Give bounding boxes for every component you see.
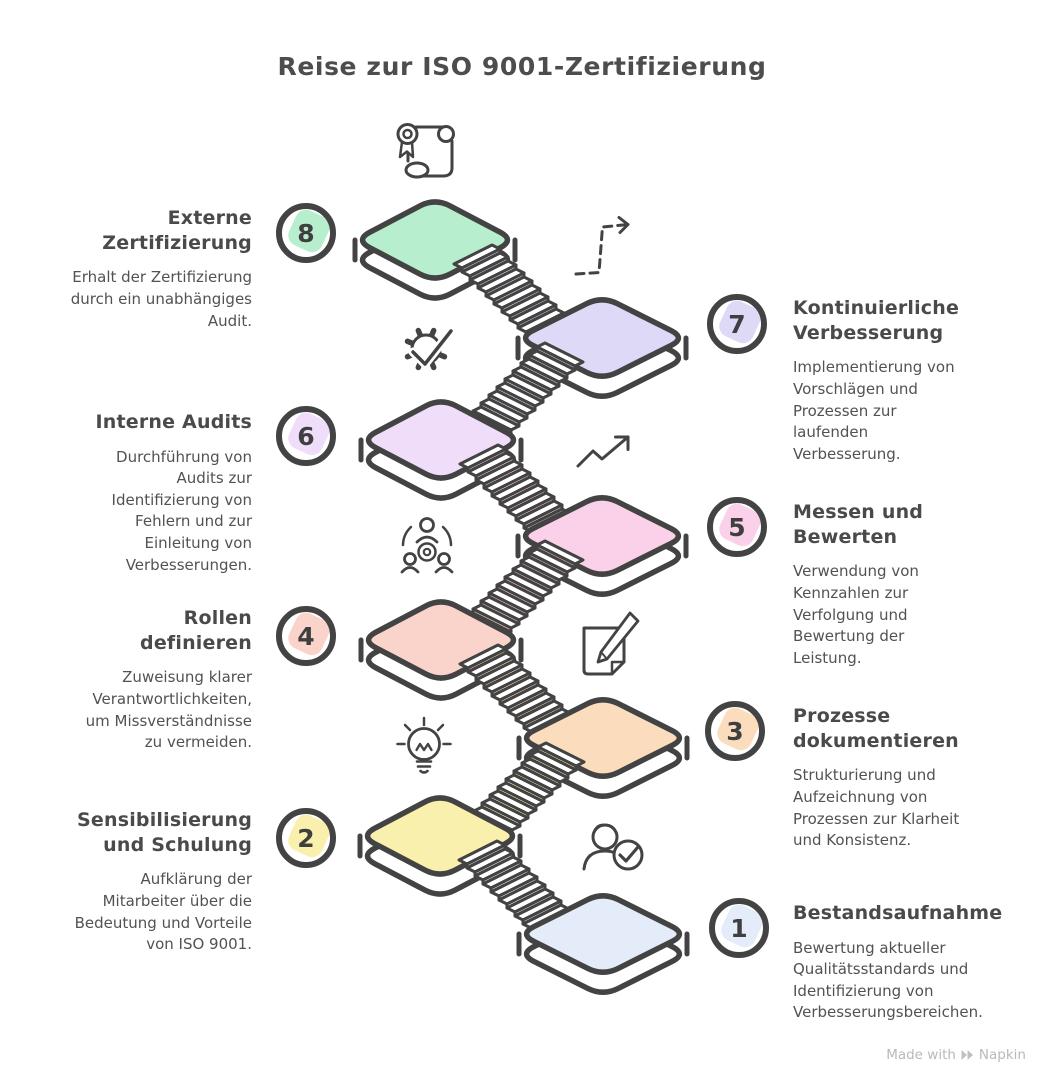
step-number: 6 xyxy=(297,421,315,451)
step-5-description: Verwendung von Kennzahlen zur Verfolgung… xyxy=(793,562,919,667)
lightbulb-icon xyxy=(396,716,452,774)
step-1-description: Bewertung aktueller Qualitätsstandards u… xyxy=(793,938,983,1022)
step-2-description: Aufklärung der Mitarbeiter über die Bede… xyxy=(74,870,252,954)
made-with-label: Made with xyxy=(886,1047,956,1063)
step-8-title: Externe Zertifizierung xyxy=(102,207,252,254)
step-number: 1 xyxy=(730,913,748,943)
platform-2 xyxy=(357,795,523,897)
step-number: 5 xyxy=(728,512,746,542)
platform-1 xyxy=(516,893,690,995)
step-5-title: Messen und Bewerten xyxy=(793,501,924,548)
stairs-5-4 xyxy=(471,539,585,634)
stairs-3-2 xyxy=(472,741,586,836)
brand-label: Napkin xyxy=(978,1047,1026,1063)
step-8-number-badge: 8 xyxy=(276,203,336,263)
step-8-description: Erhalt der Zertifizierung durch ein unab… xyxy=(70,268,252,330)
step-3-title: Prozesse dokumentieren xyxy=(793,705,959,752)
platform-7 xyxy=(515,297,689,399)
step-7-title: Kontinuierliche Verbesserung xyxy=(793,297,960,344)
platform-5 xyxy=(515,495,689,597)
document-pen-icon xyxy=(582,611,640,676)
platform-8 xyxy=(352,199,518,301)
step-4-title: Rollen definieren xyxy=(140,607,252,654)
step-6-title: Interne Audits xyxy=(95,411,252,433)
step-5-number-badge: 5 xyxy=(707,497,767,557)
stairs-8-7 xyxy=(452,243,566,338)
step-4-number-badge: 4 xyxy=(276,606,336,666)
step-7-description: Implementierung von Vorschlägen und Proz… xyxy=(793,358,955,463)
step-5-block: Messen und Bewerten Verwendung von Kennz… xyxy=(793,500,943,669)
step-7-block: Kontinuierliche Verbesserung Implementie… xyxy=(793,296,973,465)
platform-6 xyxy=(358,399,524,501)
stairs-7-6 xyxy=(471,341,585,436)
step-2-number-badge: 2 xyxy=(276,808,336,868)
step-number: 2 xyxy=(297,823,315,853)
step-3-number-badge: 3 xyxy=(705,701,765,761)
trend-arrow-icon xyxy=(576,435,630,468)
gear-check-icon xyxy=(404,326,456,371)
step-4-description: Zuweisung klarer Verantwortlichkeiten, u… xyxy=(85,668,252,752)
step-number: 8 xyxy=(297,218,315,248)
step-4-block: Rollen definieren Zuweisung klarer Veran… xyxy=(66,606,252,754)
step-2-title: Sensibilisierung und Schulung xyxy=(77,809,252,856)
napkin-logo-icon xyxy=(961,1050,973,1060)
stairs-4-3 xyxy=(458,643,572,738)
step-7-number-badge: 7 xyxy=(707,294,767,354)
stairs-2-1 xyxy=(457,839,571,934)
dashed-arrow-icon xyxy=(574,216,630,276)
platform-4 xyxy=(358,599,524,701)
person-check-icon xyxy=(582,823,644,871)
step-8-block: Externe Zertifizierung Erhalt der Zertif… xyxy=(40,206,252,332)
step-number: 7 xyxy=(728,309,746,339)
step-6-block: Interne Audits Durchführung von Audits z… xyxy=(70,410,253,576)
platform-3 xyxy=(516,697,690,799)
step-1-number-badge: 1 xyxy=(709,898,769,958)
team-icon xyxy=(400,517,454,574)
page-title: Reise zur ISO 9001-Zertifizierung xyxy=(277,52,767,81)
stairs-6-5 xyxy=(458,443,572,538)
step-6-number-badge: 6 xyxy=(276,406,336,466)
step-2-block: Sensibilisierung und Schulung Aufklärung… xyxy=(56,808,252,956)
step-number: 3 xyxy=(726,716,744,746)
step-number: 4 xyxy=(297,621,315,651)
step-1-title: Bestandsaufnahme xyxy=(793,902,1003,924)
step-3-block: Prozesse dokumentieren Strukturierung un… xyxy=(793,704,983,852)
staircase-platforms xyxy=(352,199,690,995)
step-1-block: Bestandsaufnahme Bewertung aktueller Qua… xyxy=(793,901,1005,1024)
step-3-description: Strukturierung und Aufzeichnung von Proz… xyxy=(793,766,960,850)
step-6-description: Durchführung von Audits zur Identifizier… xyxy=(111,447,252,574)
certificate-icon xyxy=(396,123,455,179)
made-with-napkin: Made with Napkin xyxy=(886,1047,1026,1063)
